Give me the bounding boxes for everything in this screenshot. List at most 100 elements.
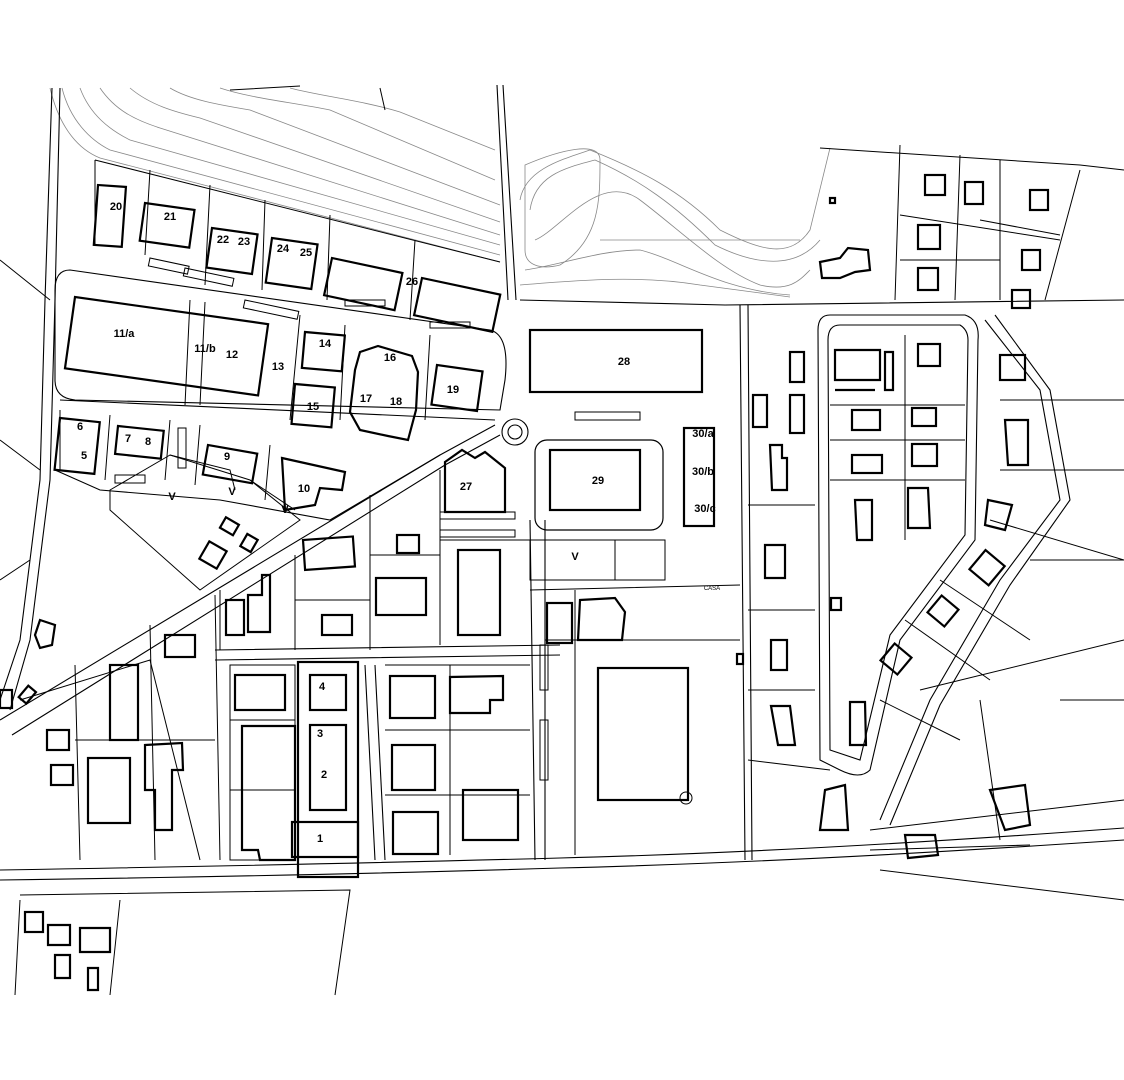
lot-labels: 20 21 22 23 24 25 26 11/a 11/b 12 13 14 … (77, 201, 720, 845)
building (788, 350, 806, 384)
building-28 (528, 328, 704, 394)
lot-label: 28 (618, 356, 630, 368)
building (246, 573, 272, 634)
building (763, 543, 787, 580)
east-street (739, 304, 753, 861)
house (45, 728, 71, 752)
north-road (496, 84, 517, 301)
lot-label: 30/b (692, 466, 714, 478)
lot-label: 12 (226, 349, 238, 361)
building-27 (443, 448, 507, 514)
building-block-1-4 (296, 660, 360, 879)
east-loop-inner (827, 324, 969, 761)
building (143, 741, 185, 832)
house (916, 223, 942, 251)
lot-label: 11/a (114, 328, 136, 340)
house (998, 353, 1027, 382)
lot-label: 8 (145, 436, 151, 448)
building (576, 596, 627, 642)
west-road (0, 87, 61, 711)
building (301, 535, 357, 572)
lot-label: 20 (110, 201, 122, 213)
building-5-6 (53, 416, 101, 476)
lot-label: 23 (238, 236, 250, 248)
building (224, 598, 246, 637)
roads (0, 84, 1124, 881)
building-9 (201, 443, 259, 485)
building (390, 743, 437, 792)
south-road (0, 827, 1124, 881)
lot-label: 16 (384, 352, 396, 364)
house (983, 498, 1014, 532)
building (233, 673, 287, 712)
house (1020, 248, 1042, 272)
lot-label: 17 (360, 393, 372, 405)
lot-label: 3 (317, 728, 323, 740)
building-26a (322, 256, 404, 312)
house (916, 342, 942, 368)
house (828, 196, 837, 205)
house (963, 180, 985, 206)
building (768, 443, 789, 492)
lot-label: 2 (321, 769, 327, 781)
contour-lines (49, 87, 831, 298)
house (910, 406, 938, 428)
lot-label: 27 (460, 481, 472, 493)
building (545, 601, 574, 645)
building (391, 810, 440, 856)
lot-label: 21 (164, 211, 176, 223)
building-10 (280, 456, 347, 512)
house (197, 539, 229, 571)
house (925, 593, 961, 629)
house (848, 700, 868, 747)
building-2-3 (308, 723, 348, 812)
house (878, 641, 914, 677)
building (240, 724, 297, 862)
buildings (0, 173, 1050, 992)
east-loop-road (817, 314, 979, 776)
building (829, 596, 843, 612)
roundabout (501, 418, 529, 446)
building (108, 663, 140, 742)
house (238, 532, 260, 554)
house (850, 453, 884, 475)
lot-label: 11/b (194, 343, 216, 355)
lot-label: 25 (300, 247, 312, 259)
lower-ring-road (54, 399, 496, 521)
lot-label: 30/a (692, 428, 714, 440)
lot-label: 26 (406, 276, 418, 288)
lot-label: 29 (592, 475, 604, 487)
lot-label: 7 (125, 433, 131, 445)
building (751, 393, 769, 429)
house (818, 246, 872, 280)
lot-label: 13 (272, 361, 284, 373)
house (1028, 188, 1050, 212)
parking-strips (114, 257, 641, 781)
building-21 (138, 201, 196, 249)
house (988, 783, 1032, 832)
house (0, 688, 14, 710)
house (1010, 288, 1032, 310)
building-29 (548, 448, 642, 512)
parcel-lines (0, 85, 1124, 996)
lot-label: 19 (447, 384, 459, 396)
building-20 (92, 183, 128, 248)
building (163, 633, 197, 659)
building-22-23 (205, 226, 259, 276)
east-outer-road (879, 314, 1071, 826)
building-30 (682, 426, 716, 528)
building (461, 788, 520, 842)
building (388, 674, 437, 720)
building-19 (430, 363, 484, 413)
field-marker (679, 791, 693, 805)
house (853, 498, 874, 542)
building (788, 393, 806, 435)
place-label-casa: CASA (704, 586, 720, 592)
lot-label: 30/c (694, 503, 715, 515)
building-24-25 (264, 236, 319, 291)
lot-label: V (228, 486, 236, 498)
house (218, 515, 241, 537)
building (86, 756, 132, 825)
sports-field (596, 666, 690, 802)
building-1 (290, 820, 360, 859)
